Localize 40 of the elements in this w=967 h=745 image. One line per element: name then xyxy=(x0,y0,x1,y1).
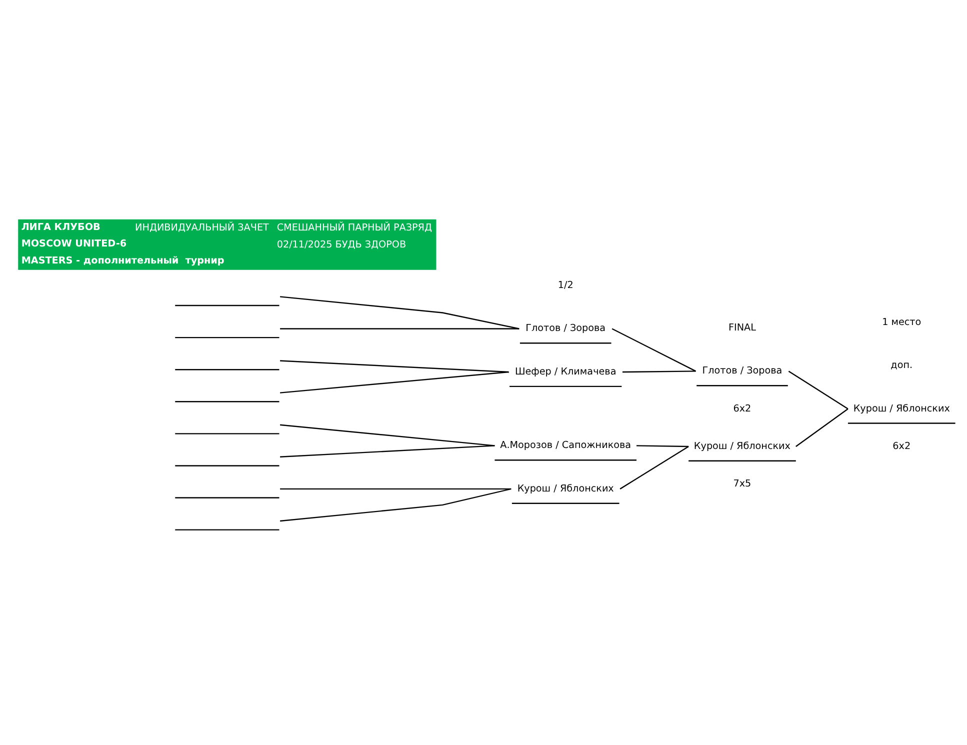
node-bar xyxy=(175,496,280,498)
node-label: 6x2 xyxy=(892,440,911,452)
connector xyxy=(280,296,520,329)
connector xyxy=(280,488,512,490)
connector xyxy=(796,408,848,446)
node-label: 6x2 xyxy=(733,402,752,414)
node-bar xyxy=(175,400,280,402)
label: 1/2 xyxy=(558,279,574,290)
connector xyxy=(280,444,495,457)
connector xyxy=(622,370,696,372)
node-bar xyxy=(175,528,280,530)
node-text: Курош / Яблонских xyxy=(694,440,791,452)
label: FINAL xyxy=(728,322,756,333)
node-bar xyxy=(175,464,280,466)
node-text: Курош / Яблонских xyxy=(853,402,950,414)
connector xyxy=(280,328,520,329)
node-bar xyxy=(175,432,280,434)
connector xyxy=(612,328,696,372)
connector xyxy=(788,370,848,409)
node-bar xyxy=(175,304,280,306)
label: ЛИГА КЛУБОВ xyxy=(21,221,100,232)
label: MOSCOW UNITED-6 xyxy=(21,238,127,250)
node-text: Глотов / Зорова xyxy=(526,322,606,334)
connector xyxy=(280,370,509,393)
label: СМЕШАННЫЙ ПАРНЫЙ РАЗРЯД xyxy=(276,222,432,234)
label: ИНДИВИДУАЛЬНЫЙ ЗАЧЕТ xyxy=(135,222,269,234)
node-bar xyxy=(175,368,280,370)
label: доп. xyxy=(890,360,913,371)
connector xyxy=(280,488,512,522)
node-text: Шефер / Климачева xyxy=(514,366,616,377)
node-bar xyxy=(175,336,280,338)
label: 1 место xyxy=(882,316,922,328)
connector xyxy=(620,445,689,489)
connector xyxy=(636,444,689,447)
node-label: 7x5 xyxy=(733,478,752,490)
node-text: Глотов / Зорова xyxy=(702,365,782,376)
node-text: А.Морозов / Сапожникова xyxy=(500,440,632,451)
label: MASTERS - дополнительный турнир xyxy=(21,255,224,266)
label: 02/11/2025 БУДЬ ЗДОРОВ xyxy=(276,239,406,250)
node-text: Курош / Яблонских xyxy=(517,482,614,494)
